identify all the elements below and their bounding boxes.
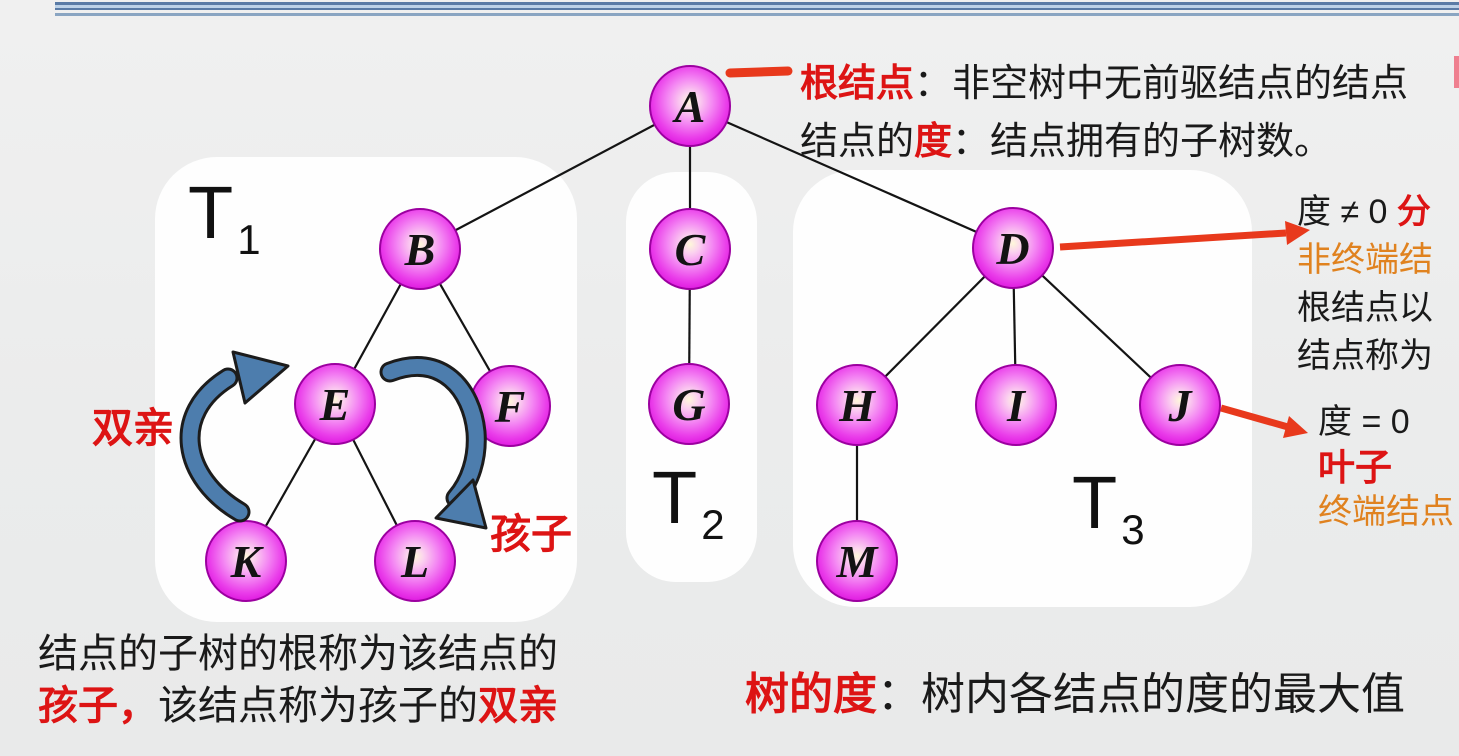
tree-label-t3-base: T	[1072, 461, 1118, 544]
tree-node-D: D	[972, 207, 1054, 289]
tree-label-t2-base: T	[652, 456, 698, 539]
child-arrow	[379, 356, 488, 530]
tree-node-I: I	[975, 364, 1057, 446]
header-rule-line-thin	[55, 13, 1459, 16]
tree-node-G: G	[648, 363, 730, 445]
tree-node-L: L	[374, 520, 456, 602]
leaf-arrow	[1220, 404, 1308, 438]
root-note-term: 根结点	[800, 63, 915, 105]
root-connector-dash	[725, 66, 793, 78]
parent-label: 双亲	[92, 405, 174, 451]
branch-note-line1: 度 ≠ 0 分	[1297, 188, 1433, 236]
tree-label-t3: T3	[1072, 460, 1145, 553]
tree-label-t2: T2	[652, 455, 725, 548]
branch-note: 度 ≠ 0 分 非终端结 根结点以 结点称为	[1297, 188, 1433, 380]
children-definition-parent-term: 双亲	[478, 684, 558, 728]
branch-note-line4: 结点称为	[1297, 337, 1433, 375]
leaf-note-term: 叶子	[1318, 447, 1392, 488]
branch-note-line3: 根结点以	[1297, 289, 1433, 327]
degree-note-term: 度	[914, 121, 953, 163]
leaf-note-synonym: 终端结点	[1318, 493, 1454, 531]
tree-degree-body: 树内各结点的度的最大值	[921, 670, 1405, 719]
degree-note-body: 结点拥有的子树数。	[990, 121, 1333, 163]
tree-node-M: M	[816, 520, 898, 602]
leaf-note-degree: 度 = 0	[1318, 403, 1410, 441]
tree-node-C: C	[649, 208, 731, 290]
children-definition-child-term: 孩子，	[38, 684, 158, 728]
tree-node-B: B	[379, 208, 461, 290]
degree-note: 结点的度：结点拥有的子树数。	[800, 110, 1332, 165]
tree-degree-colon: ：	[877, 670, 921, 719]
root-note-colon: ：	[914, 63, 953, 105]
branch-note-term: 分	[1396, 193, 1431, 231]
children-definition-line2: 孩子，该结点称为孩子的双亲	[38, 680, 558, 732]
children-definition-line1: 结点的子树的根称为该结点的	[38, 632, 558, 676]
tree-label-t3-sub: 3	[1121, 506, 1145, 553]
header-rule-line-light	[55, 5, 1459, 8]
root-note: 根结点：非空树中无前驱结点的结点	[800, 52, 1408, 107]
tree-node-K: K	[205, 520, 287, 602]
tree-node-E: E	[294, 363, 376, 445]
tree-label-t2-sub: 2	[701, 501, 725, 548]
tree-label-t1-sub: 1	[237, 216, 261, 263]
tree-node-A: A	[649, 65, 731, 147]
tree-label-t1: T1	[188, 170, 261, 263]
tree-node-J: J	[1139, 364, 1221, 446]
header-rule-line-dark-top	[55, 2, 1459, 5]
degree-note-colon: ：	[952, 121, 991, 163]
children-definition-middle: 该结点称为孩子的	[158, 684, 478, 728]
clipped-text-fragment	[1454, 56, 1459, 88]
branch-arrow	[1059, 221, 1310, 251]
parent-arrow	[179, 350, 290, 523]
root-note-body: 非空树中无前驱结点的结点	[952, 63, 1409, 105]
child-label: 孩子	[490, 511, 572, 557]
header-rule-line-dark-bottom	[55, 8, 1459, 10]
tree-edge-A-D	[689, 104, 1014, 250]
tree-node-H: H	[816, 364, 898, 446]
tree-degree-term: 树的度	[745, 670, 877, 719]
leaf-note: 度 = 0 叶子 终端结点	[1318, 400, 1454, 535]
tree-edge-A-B	[419, 105, 691, 250]
degree-note-pre: 结点的	[800, 121, 915, 163]
branch-note-line2: 非终端结	[1297, 241, 1433, 279]
tree-degree-definition: 树的度：树内各结点的度的最大值	[745, 658, 1405, 722]
tree-label-t1-base: T	[188, 171, 234, 254]
children-definition: 结点的子树的根称为该结点的 孩子，该结点称为孩子的双亲	[38, 628, 558, 732]
branch-note-degree: 度 ≠ 0	[1297, 193, 1397, 231]
